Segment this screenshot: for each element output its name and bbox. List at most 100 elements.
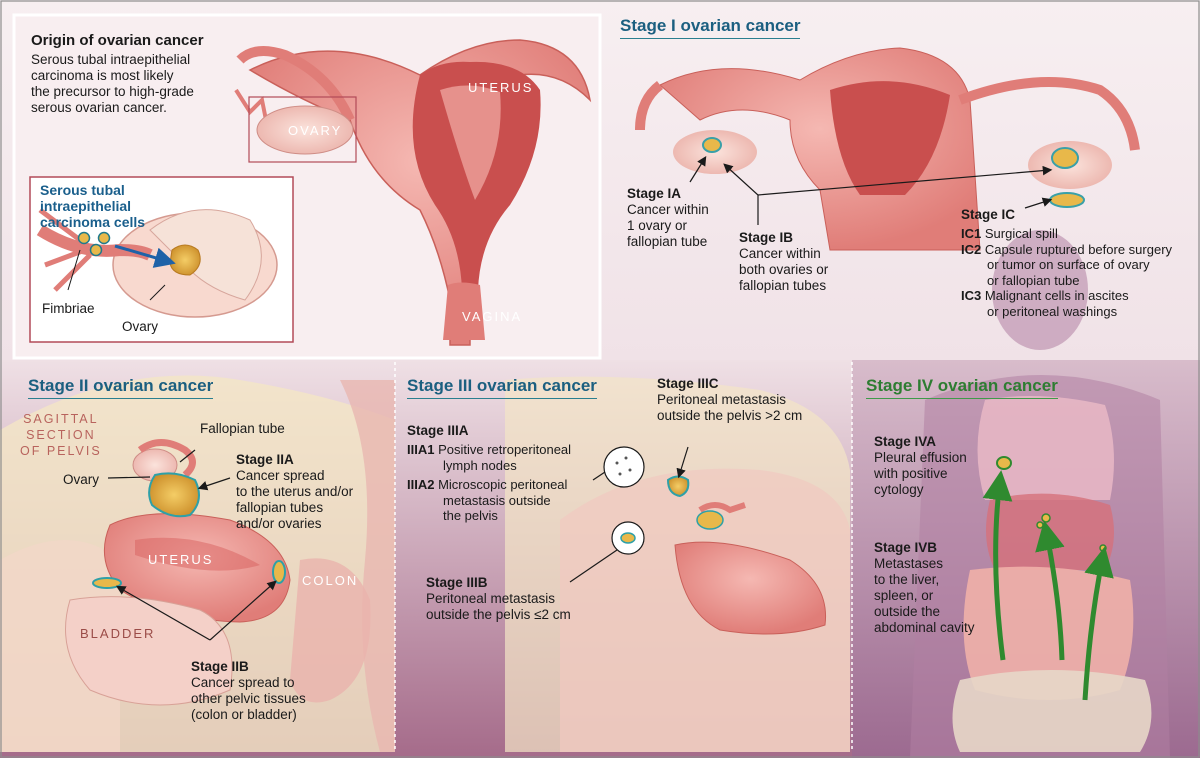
stage3a-item-text: Positive retroperitoneal xyxy=(438,442,572,457)
stage3a-magnifier xyxy=(603,446,645,488)
stage4a-label: Stage IVA xyxy=(874,434,937,449)
stage2a-line: and/or ovaries xyxy=(236,516,322,531)
stage3-anatomy xyxy=(569,446,827,635)
stage4b-label: Stage IVB xyxy=(874,540,938,555)
stage1a-text: Stage IA Cancer within 1 ovary or fallop… xyxy=(627,186,709,250)
stage2b-line: other pelvic tissues xyxy=(191,691,306,706)
fimbriae-label: Fimbriae xyxy=(42,301,95,316)
spread-arrow xyxy=(1082,546,1114,701)
stage3c-line: Peritoneal metastasis xyxy=(657,392,787,407)
stage2b-tumor-bladder xyxy=(92,577,122,589)
stage4b-line: abdominal cavity xyxy=(874,620,975,635)
stage3a-code: IIIA2 xyxy=(407,477,435,492)
origin-body: Serous tubal intraepithelial carcinoma i… xyxy=(31,52,194,116)
stage3c-line: outside the pelvis >2 cm xyxy=(657,408,803,423)
stage1c-item: IC1 Surgical spill xyxy=(961,226,1172,242)
stage1a-tumor xyxy=(702,137,722,153)
stage3b-label: Stage IIIB xyxy=(426,575,488,590)
stage2a-tumor xyxy=(148,472,200,518)
stage4a-text: Stage IVA Pleural effusion with positive… xyxy=(874,434,967,498)
stage2b-text: Stage IIB Cancer spread to other pelvic … xyxy=(191,659,306,723)
inset-ovary-label: Ovary xyxy=(122,319,159,334)
sagittal-line: SECTION xyxy=(26,428,96,442)
stage1a-label: Stage IA xyxy=(627,186,682,201)
stage2b-line: (colon or bladder) xyxy=(191,707,297,722)
organ-vagina-label: VAGINA xyxy=(462,309,523,324)
uterus-stage1 xyxy=(635,47,1140,251)
origin-body-line: carcinoma is most likely xyxy=(31,68,174,83)
stage2-colon-label: COLON xyxy=(302,573,359,588)
stage1c-label: Stage IC xyxy=(961,207,1016,222)
stage3a-item: IIIA1 Positive retroperitoneal xyxy=(407,442,571,458)
inset-title: Serous tubal intraepithelial carcinoma c… xyxy=(40,182,145,230)
spread-arrow xyxy=(1035,520,1065,661)
stage1c-item: IC2 Capsule ruptured before surgery xyxy=(961,242,1172,258)
origin-body-line: Serous tubal intraepithelial xyxy=(31,52,191,67)
stage1b-line: fallopian tubes xyxy=(739,278,827,293)
stage1b-text: Stage IB Cancer within both ovaries or f… xyxy=(739,230,828,294)
stage3a-item-text: Microscopic peritoneal xyxy=(438,477,568,492)
stage1a-line: Cancer within xyxy=(627,202,709,217)
uterus-origin xyxy=(234,39,592,346)
stage2a-label: Stage IIA xyxy=(236,452,294,467)
stage1c-item: IC3 Malignant cells in ascites xyxy=(961,288,1172,304)
stage4-title: Stage IV ovarian cancer xyxy=(866,376,1058,399)
stage2-ovary-label: Ovary xyxy=(63,472,100,487)
spread-arrow xyxy=(982,470,1013,661)
stage1a-line: 1 ovary or xyxy=(627,218,688,233)
stage2a-line: to the uterus and/or xyxy=(236,484,354,499)
stage3a-item-text: metastasis outside xyxy=(443,492,551,508)
sagittal-line: OF PELVIS xyxy=(20,444,102,458)
stage1c-code: IC2 xyxy=(961,241,982,257)
stage1b-line: Cancer within xyxy=(739,246,821,261)
stage4-anatomy xyxy=(952,396,1152,752)
stage4a-line: cytology xyxy=(874,482,924,497)
stage1-leaders xyxy=(689,155,1053,225)
stage1c-item-text: or fallopian tube xyxy=(987,272,1080,288)
stage4b-line: spleen, or xyxy=(874,588,934,603)
inset-title-line: Serous tubal xyxy=(40,182,125,198)
origin-body-line: the precursor to high-grade xyxy=(31,84,194,99)
inset-illustration xyxy=(36,208,278,318)
origin-title: Origin of ovarian cancer xyxy=(31,32,204,49)
stage3a-code: IIIA1 xyxy=(407,442,435,457)
stage2b-line: Cancer spread to xyxy=(191,675,295,690)
stage3-title: Stage III ovarian cancer xyxy=(407,376,597,399)
stage2a-line: fallopian tubes xyxy=(236,500,324,515)
stage4b-line: outside the xyxy=(874,604,941,619)
stage1a-line: fallopian tube xyxy=(627,234,708,249)
stage3c-text: Stage IIIC Peritoneal metastasis outside… xyxy=(657,376,802,424)
stage2-anatomy xyxy=(65,439,371,706)
stage4b-line: Metastases xyxy=(874,556,944,571)
stage1b-line: both ovaries or xyxy=(739,262,829,277)
stage1c-item-text: Malignant cells in ascites xyxy=(984,288,1129,303)
stage2-uterus-label: UTERUS xyxy=(148,552,214,567)
stage2-bladder-label: BLADDER xyxy=(80,626,156,641)
stage3b-text: Stage IIIB Peritoneal metastasis outside… xyxy=(426,575,571,623)
stage3b-line: outside the pelvis ≤2 cm xyxy=(426,607,571,622)
stage4a-line: with positive xyxy=(874,466,948,481)
stage3c-label: Stage IIIC xyxy=(657,376,719,391)
stage3a-item-text: lymph nodes xyxy=(443,457,517,473)
stage1b-label: Stage IB xyxy=(739,230,794,245)
stage1c-code: IC3 xyxy=(961,288,982,303)
stage4b-line: to the liver, xyxy=(874,572,940,587)
origin-body-line: serous ovarian cancer. xyxy=(31,100,167,115)
stage3a-label: Stage IIIA xyxy=(407,423,469,438)
inset-title-line: intraepithelial xyxy=(40,198,132,214)
stage2a-line: Cancer spread xyxy=(236,468,325,483)
stage2-title: Stage II ovarian cancer xyxy=(28,376,214,399)
stage3b-line: Peritoneal metastasis xyxy=(426,591,556,606)
sagittal-line: SAGITTAL xyxy=(23,412,99,426)
stage4b-text: Stage IVB Metastases to the liver, splee… xyxy=(874,540,975,636)
stage2b-label: Stage IIB xyxy=(191,659,249,674)
sagittal-label: SAGITTAL SECTION OF PELVIS xyxy=(20,411,102,459)
stage3a-item-text: the pelvis xyxy=(443,508,498,523)
stage3a-list: IIIA1 Positive retroperitoneal lymph nod… xyxy=(407,442,571,524)
stage1c-list: IC1 Surgical spill IC2 Capsule ruptured … xyxy=(961,226,1172,319)
stage2b-tumor-colon xyxy=(272,560,286,584)
stage3a-item: IIIA2 Microscopic peritoneal xyxy=(407,477,571,493)
stage1c-item-text: Surgical spill xyxy=(984,226,1058,241)
